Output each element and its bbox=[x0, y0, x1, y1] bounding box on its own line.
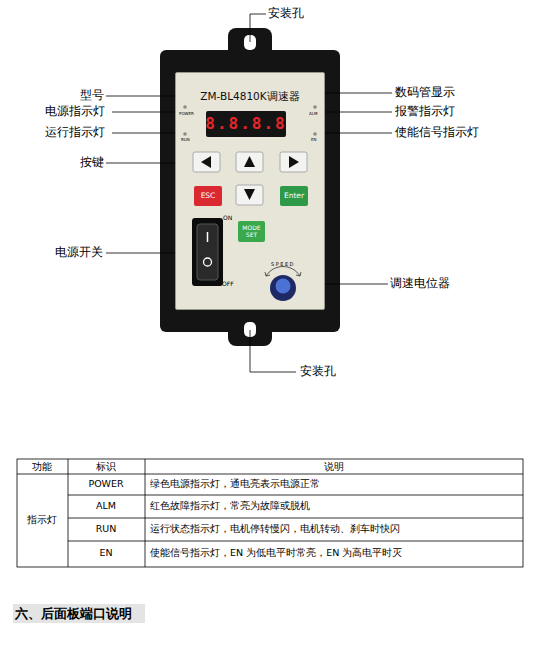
leader-line bbox=[250, 14, 266, 42]
table-grid bbox=[17, 459, 523, 567]
leader-line bbox=[319, 112, 392, 113]
table-cell: 红色故障指示灯，常亮为故障或脱机 bbox=[150, 501, 310, 511]
mode-set-key: MODE SET bbox=[238, 221, 265, 242]
table-cell: 标识 bbox=[96, 461, 116, 472]
mounting-plate bbox=[160, 28, 340, 346]
panel-marking: OFF bbox=[222, 281, 234, 288]
callout-label: 安装孔 bbox=[300, 365, 336, 378]
table-cell: 运行状态指示灯，电机停转慢闪，电机转动、刹车时快闪 bbox=[150, 524, 400, 534]
table-cell: 说明 bbox=[324, 461, 344, 472]
panel-marking: SPEED bbox=[271, 262, 295, 268]
callout-label: 数码管显示 bbox=[395, 86, 455, 99]
table-cell: POWER bbox=[88, 479, 123, 489]
panel-marking: POWER bbox=[179, 112, 194, 116]
leader-line bbox=[250, 330, 296, 372]
speed-potentiometer bbox=[265, 267, 301, 301]
node-text: ZM-BL4810K调速器 bbox=[200, 91, 299, 102]
callout-label: 安装孔 bbox=[268, 7, 304, 20]
callout-label: 使能信号指示灯 bbox=[395, 126, 479, 139]
section-heading: 六、后面板端口说明 bbox=[15, 607, 132, 621]
panel-face: ZM-BL4810K调速器 8.8.8.8ESC EnterMODE SET bbox=[175, 72, 325, 310]
led bbox=[183, 105, 317, 136]
callout-label: 型号 bbox=[80, 89, 104, 102]
power-switch bbox=[192, 218, 223, 286]
panel-marking: EN bbox=[311, 138, 317, 142]
node-text: Enter bbox=[284, 192, 304, 200]
leader-line bbox=[112, 133, 181, 134]
callout-label: 电源开关 bbox=[55, 246, 103, 259]
table-cell: 绿色电源指示灯，通电亮表示电源正常 bbox=[150, 479, 320, 489]
arrow-keys bbox=[193, 152, 307, 205]
panel-marking: ON bbox=[223, 215, 232, 222]
table-cell: 使能信号指示灯，EN 为低电平时常亮，EN 为高电平时灭 bbox=[150, 548, 402, 558]
panel-marking: ALM bbox=[309, 112, 317, 116]
enter-key: Enter bbox=[280, 186, 308, 206]
node-text: 8.8.8.8 bbox=[205, 116, 286, 133]
node-text: MODE SET bbox=[238, 225, 265, 238]
digit-display: 8.8.8.8 bbox=[206, 111, 286, 137]
panel-marking: RUN bbox=[181, 138, 190, 142]
table-cell: RUN bbox=[96, 524, 117, 534]
leader-line bbox=[112, 112, 181, 113]
callout-label: 电源指示灯 bbox=[45, 105, 105, 118]
callout-label: 报警指示灯 bbox=[395, 105, 455, 118]
table-cell: 指示灯 bbox=[27, 514, 57, 525]
heading-highlight bbox=[13, 604, 145, 623]
table-cell: EN bbox=[99, 548, 112, 558]
leader-line bbox=[319, 133, 392, 134]
callout-label: 调速电位器 bbox=[390, 277, 450, 290]
esc-key: ESC bbox=[194, 186, 222, 206]
table-cell: ALM bbox=[96, 501, 116, 511]
node-text: ESC bbox=[201, 192, 216, 200]
table-cell: 功能 bbox=[32, 461, 52, 472]
callout-label: 运行指示灯 bbox=[45, 126, 105, 139]
leader-lines bbox=[106, 14, 392, 372]
callout-label: 按键 bbox=[80, 156, 104, 169]
